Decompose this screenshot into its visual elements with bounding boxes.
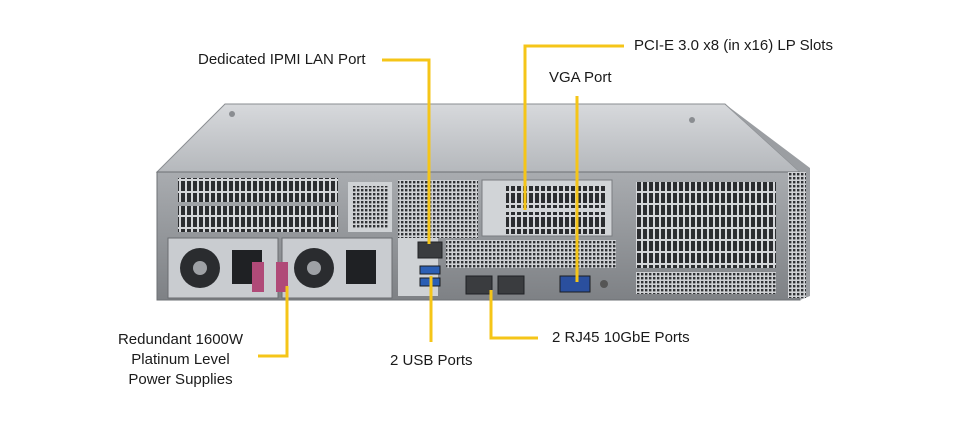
label-usb-ports: 2 USB Ports [390,352,473,369]
rj45-port-2 [497,275,525,295]
label-pcie-slots: PCI-E 3.0 x8 (in x16) LP Slots [634,37,833,54]
chassis-top [155,103,802,173]
chassis-side [725,104,810,300]
label-rj45-ports: 2 RJ45 10GbE Ports [552,329,690,346]
pcie-slot-2 [506,212,606,234]
callout-rj45 [489,290,538,340]
label-vga-port: VGA Port [549,69,612,86]
label-ipmi-lan-port: Dedicated IPMI LAN Port [198,51,366,68]
ipmi-lan-port [417,241,443,259]
usb-port-1 [419,265,441,275]
callout-psu [258,286,289,358]
label-power-supplies: Redundant 1600W Platinum Level Power Sup… [108,330,253,390]
label-power-supplies-line-3: Power Supplies [128,371,233,388]
vga-port [559,275,591,293]
callout-ipmi [382,58,431,244]
rj45-port-1 [465,275,493,295]
label-power-supplies-line-2: Platinum Level [131,351,230,368]
label-power-supplies-line-1: Redundant 1600W [117,331,244,348]
callout-lines [258,44,624,358]
callout-pcie [523,44,624,210]
pcie-slot-1 [506,186,606,208]
